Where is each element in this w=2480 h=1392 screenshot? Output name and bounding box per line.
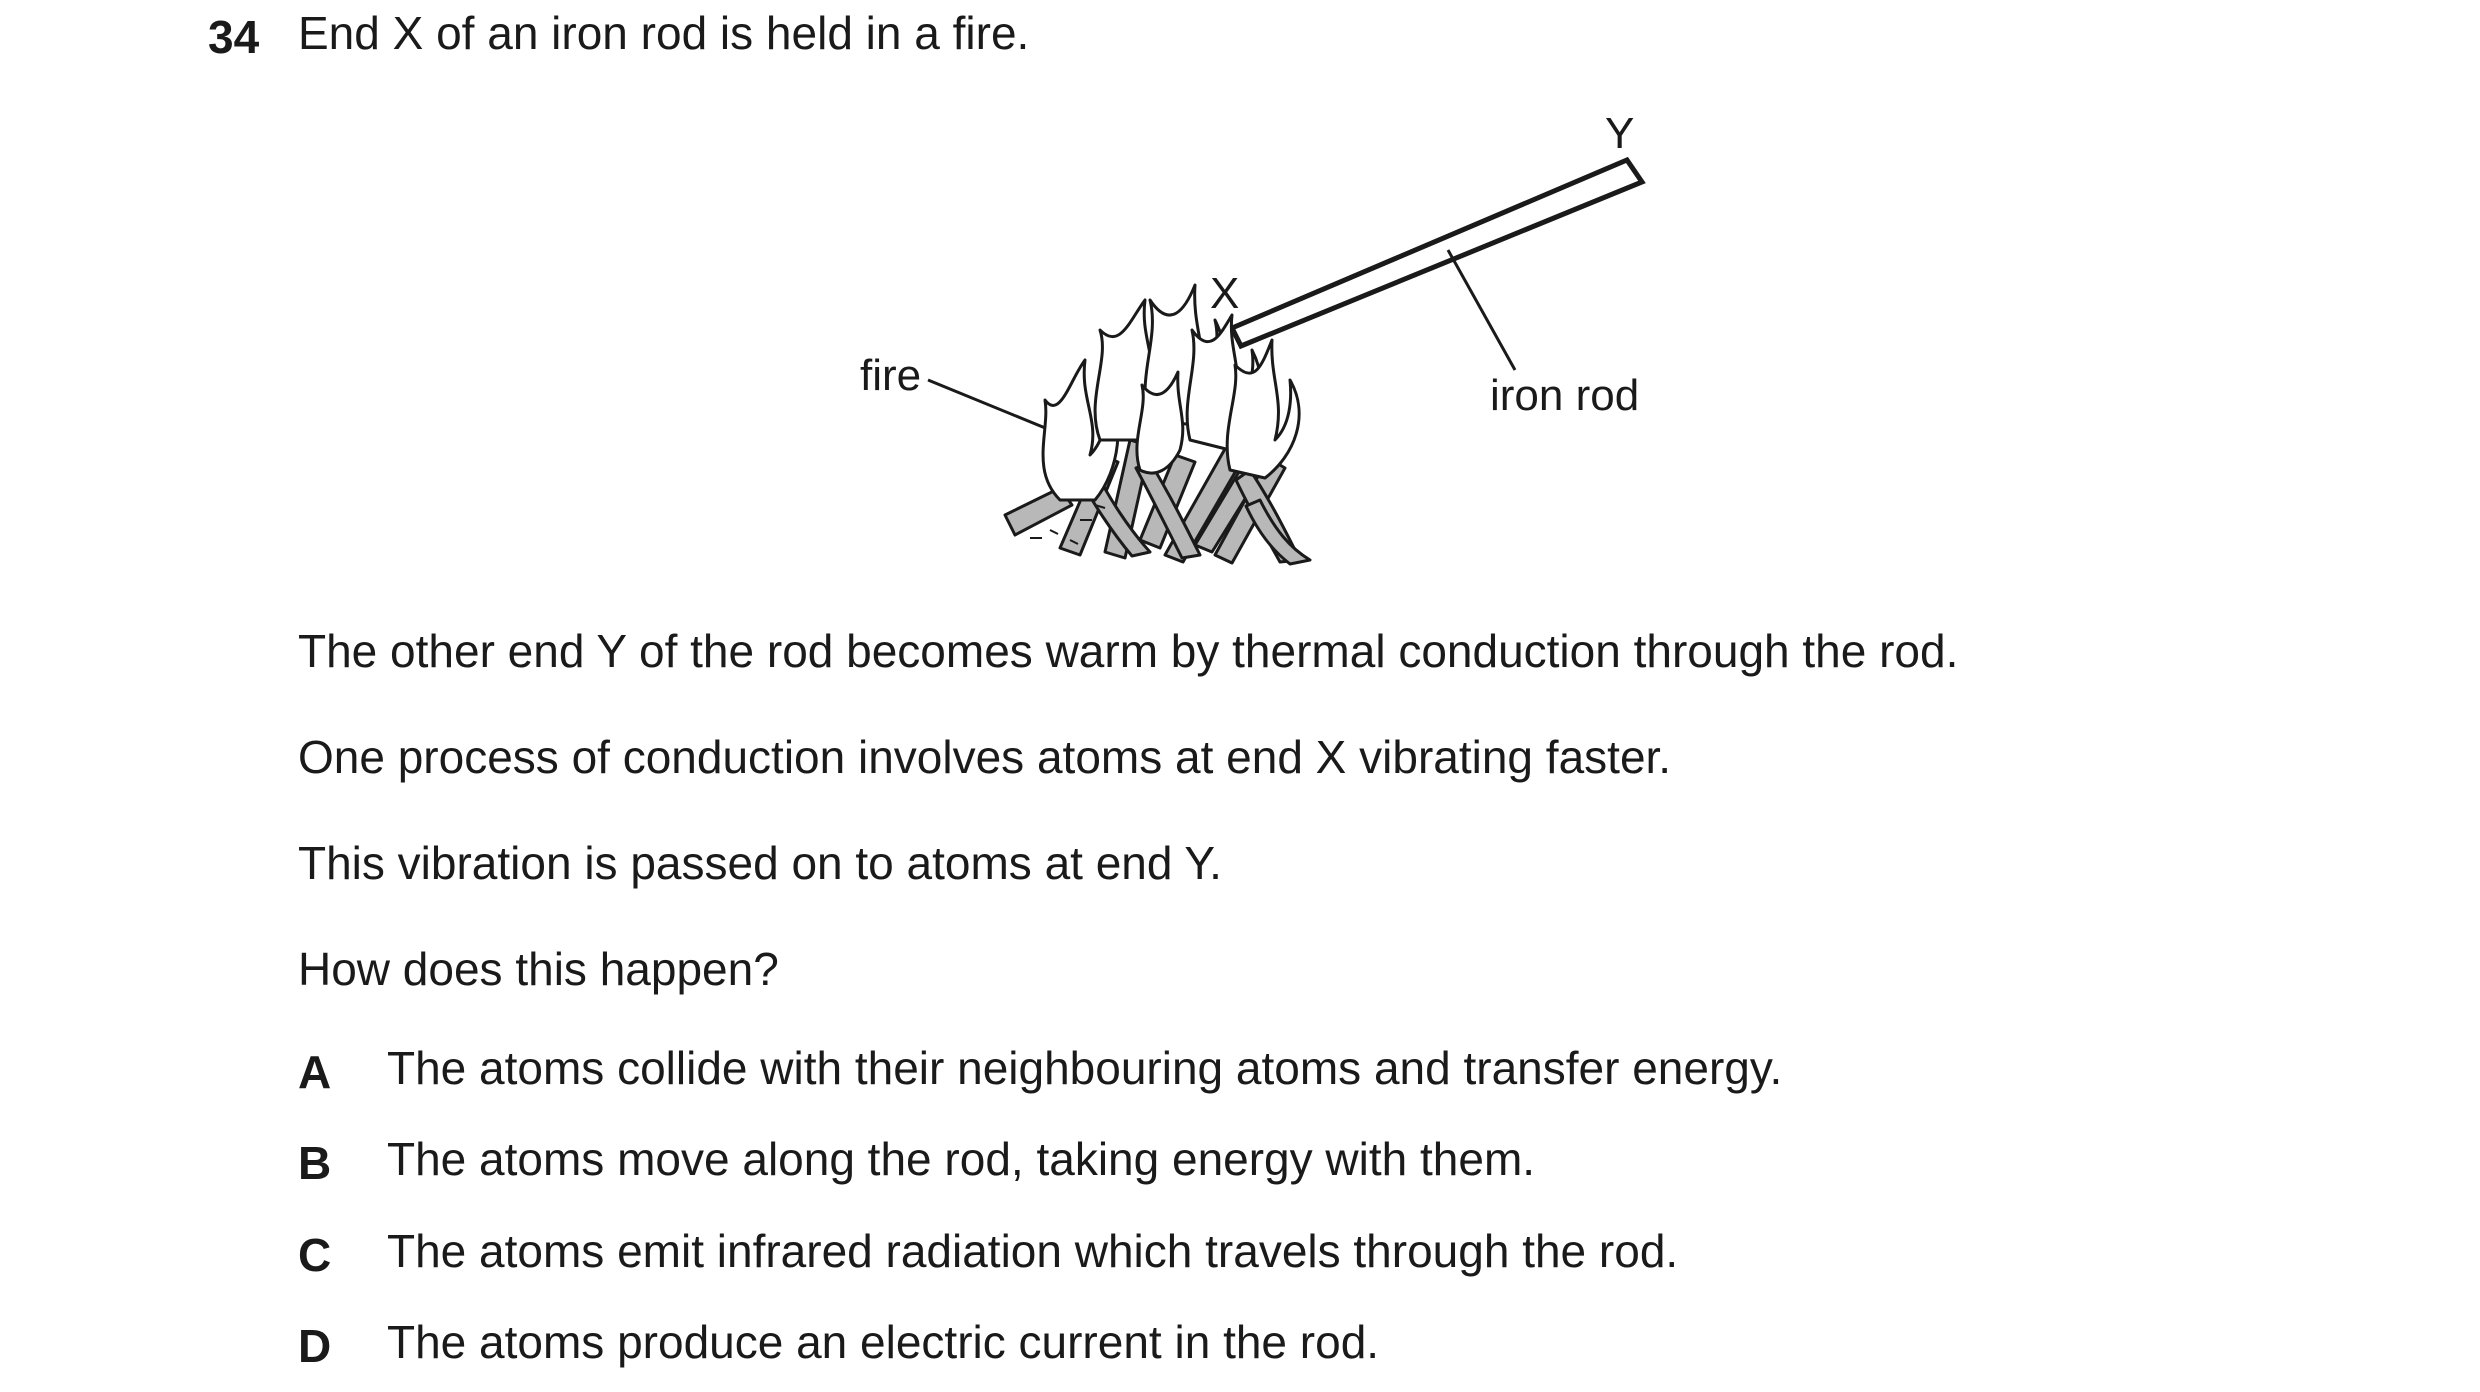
iron-rod-label: iron rod bbox=[1490, 371, 1639, 420]
end-y-label: Y bbox=[1605, 109, 1634, 158]
iron-rod bbox=[1228, 156, 1646, 350]
paragraph-3: This vibration is passed on to atoms at … bbox=[298, 837, 1222, 889]
option-b-text[interactable]: The atoms move along the rod, taking ene… bbox=[387, 1133, 1536, 1185]
question-number: 34 bbox=[208, 11, 260, 63]
option-d-letter[interactable]: D bbox=[298, 1320, 332, 1372]
question-prompt: How does this happen? bbox=[298, 943, 779, 995]
fire-label: fire bbox=[860, 351, 921, 400]
end-x-label: X bbox=[1210, 269, 1239, 318]
option-c-text[interactable]: The atoms emit infrared radiation which … bbox=[387, 1225, 1679, 1277]
rod-label-leader bbox=[1446, 249, 1517, 371]
option-a-text[interactable]: The atoms collide with their neighbourin… bbox=[387, 1042, 1783, 1094]
option-a-letter[interactable]: A bbox=[298, 1046, 332, 1098]
question-stem: End X of an iron rod is held in a fire. bbox=[298, 7, 1030, 59]
paragraph-2: One process of conduction involves atoms… bbox=[298, 731, 1672, 783]
option-b-letter[interactable]: B bbox=[298, 1137, 332, 1189]
fire-flames bbox=[1041, 283, 1301, 502]
paragraph-1: The other end Y of the rod becomes warm … bbox=[298, 625, 1959, 677]
fire-ash bbox=[1030, 504, 1106, 545]
option-c-letter[interactable]: C bbox=[298, 1229, 332, 1281]
fire-logs bbox=[1003, 438, 1312, 566]
option-d-text[interactable]: The atoms produce an electric current in… bbox=[387, 1316, 1380, 1368]
fire-label-leader bbox=[927, 378, 1056, 434]
